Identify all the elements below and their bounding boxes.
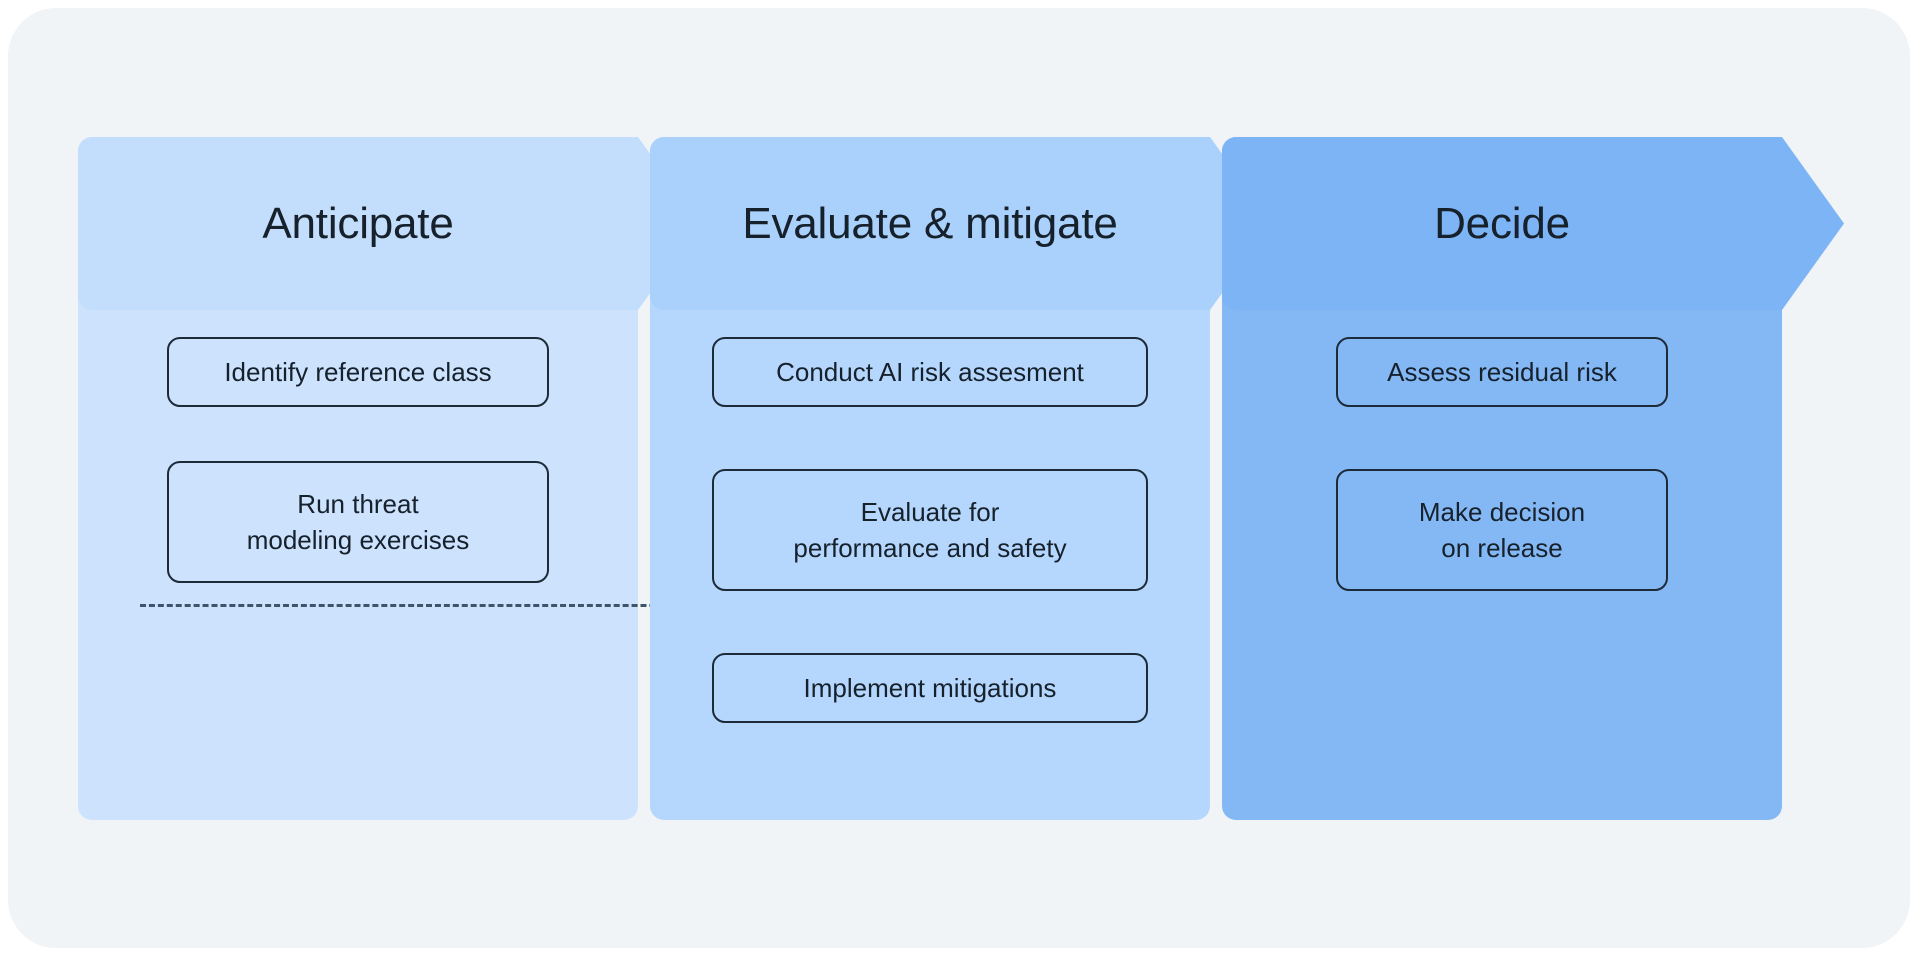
stage-item-list: Conduct AI risk assesment Evaluate for p… (650, 310, 1210, 723)
stage-title: Decide (1434, 198, 1570, 248)
stage-anticipate[interactable]: Anticipate Identify reference class Run … (78, 137, 718, 820)
phase-divider (140, 604, 718, 607)
stage-header-chevron (78, 137, 700, 310)
stage-title: Evaluate & mitigate (742, 198, 1118, 248)
stage-item-list: Identify reference class Run threat mode… (78, 310, 638, 583)
action-pill[interactable]: Run threat modeling exercises (167, 461, 549, 583)
stage-header-chevron (1222, 137, 1844, 310)
stage-item-list: Assess residual risk Make decision on re… (1222, 310, 1782, 591)
action-pill[interactable]: Identify reference class (167, 337, 549, 407)
stage-decide[interactable]: Decide Assess residual risk Make decisio… (1222, 137, 1782, 820)
action-pill[interactable]: Implement mitigations (712, 653, 1148, 723)
stage-header-chevron (650, 137, 1272, 310)
action-pill[interactable]: Conduct AI risk assesment (712, 337, 1148, 407)
stage-evaluate-and-mitigate[interactable]: Evaluate & mitigate Conduct AI risk asse… (650, 137, 1210, 820)
stage-title: Anticipate (262, 198, 454, 248)
action-pill[interactable]: Make decision on release (1336, 469, 1668, 591)
action-pill[interactable]: Evaluate for performance and safety (712, 469, 1148, 591)
action-pill[interactable]: Assess residual risk (1336, 337, 1668, 407)
